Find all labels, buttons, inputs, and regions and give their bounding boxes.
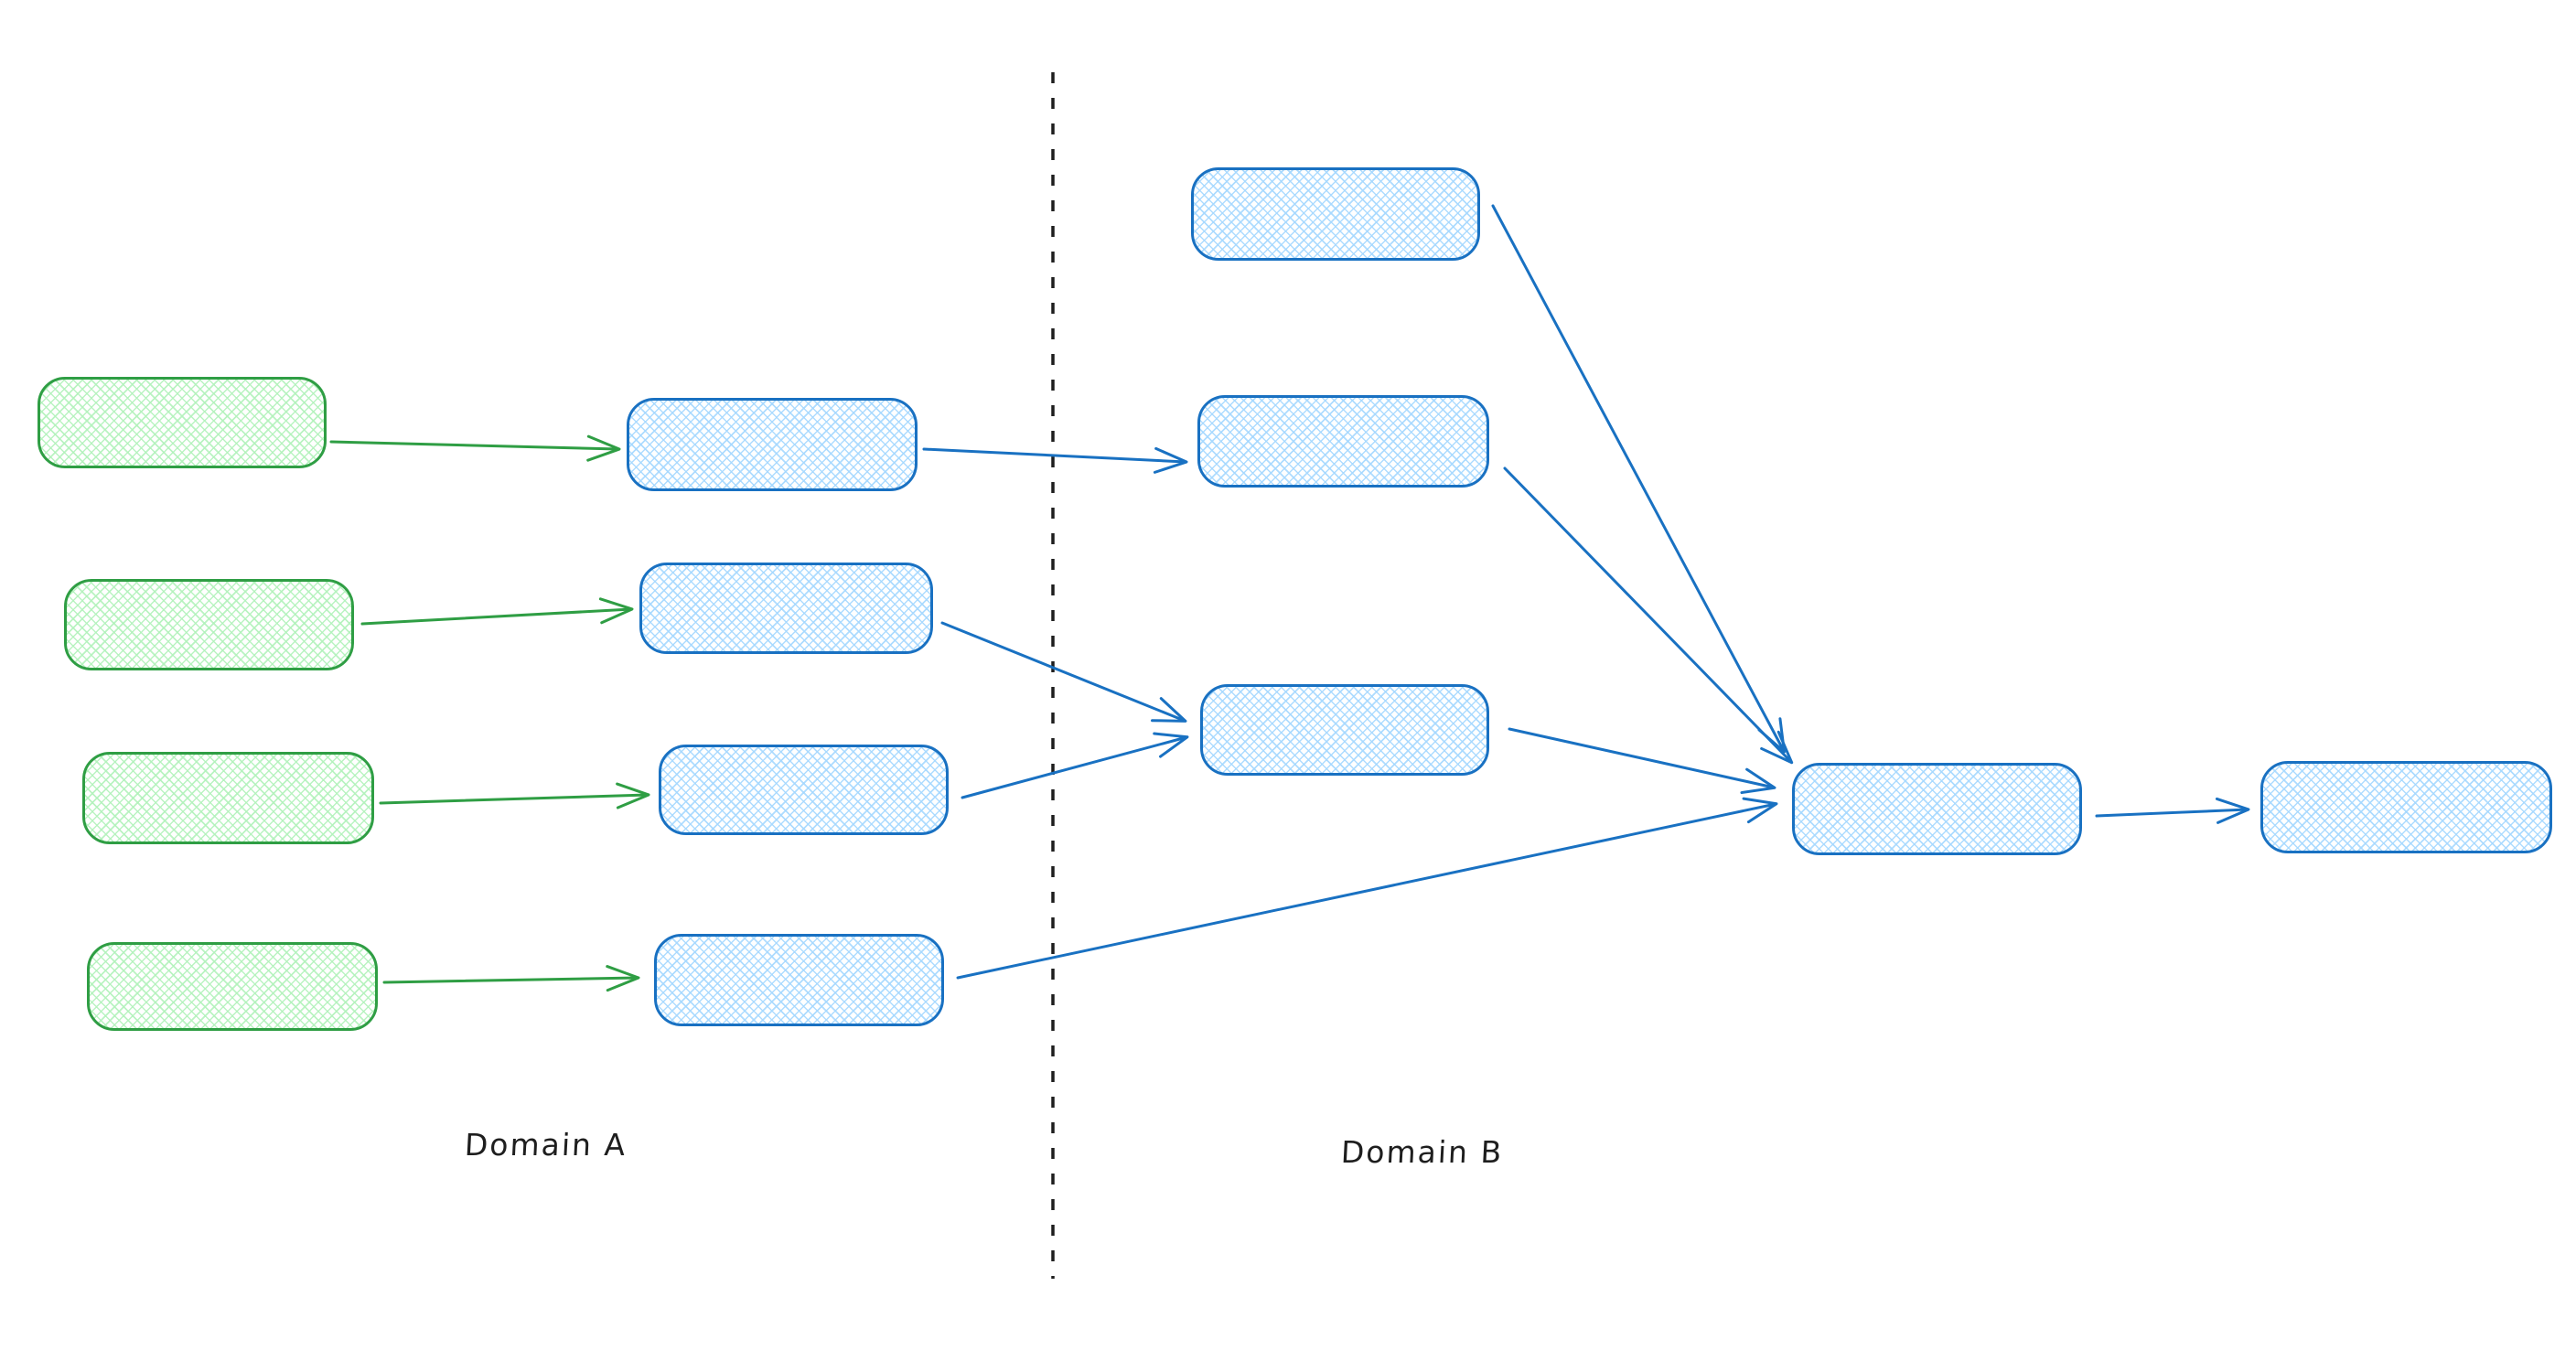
domain-a-green-box-2[interactable] [64,579,354,670]
domain-a-blue-box-4[interactable] [654,934,944,1026]
domain-a-blue-box-2[interactable] [639,563,933,654]
domain-b-output-box[interactable] [2260,761,2552,853]
domain-a-blue-box-1[interactable] [627,398,918,491]
domain-b-hub-box[interactable] [1792,763,2082,855]
domain-b-box-3[interactable] [1200,684,1489,776]
domain-a-green-box-1[interactable] [38,377,327,468]
domain-b-label: Domain B [1339,1134,1505,1170]
domain-a-blue-box-3[interactable] [659,745,949,835]
domain-a-green-box-4[interactable] [87,942,378,1031]
domain-a-green-box-3[interactable] [82,752,374,844]
domain-b-box-2[interactable] [1197,395,1489,488]
domain-a-label: Domain A [463,1127,628,1163]
domain-b-box-1[interactable] [1191,167,1480,261]
